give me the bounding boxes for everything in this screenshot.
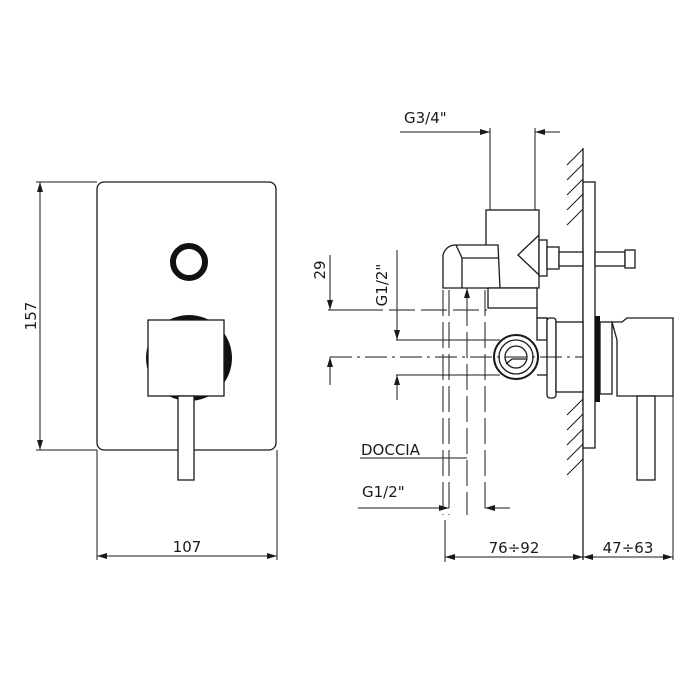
projection-dim-label: 47÷63 [603,539,654,557]
offset-dimension: 29 [311,255,360,385]
height-dim-label: 157 [22,302,40,331]
depth-dim-label: 76÷92 [489,539,540,557]
shower-thread-dimension: G1/2" [358,483,510,511]
shower-label: DOCCIA [361,441,421,459]
depth-dimension: 76÷92 [444,520,583,562]
height-dimension: 157 [22,181,97,451]
shower-thread-label: G1/2" [362,483,405,501]
front-view: 157 107 [22,181,278,560]
diverter-knob [170,243,208,281]
side-view: G3/4" [311,109,674,562]
side-handle [595,316,674,560]
side-plate [582,181,596,449]
lever [177,395,195,481]
handle-body [147,319,225,397]
inlet-thread-label: G3/4" [404,109,447,127]
outlet-thread-label: G1/2" [373,264,391,307]
outlet-dimension: G1/2" [373,250,500,400]
width-dimension: 107 [96,450,278,560]
offset-dim-label: 29 [311,260,329,279]
width-dim-label: 107 [173,538,202,556]
inlet-dimension: G3/4" [400,109,560,210]
projection-dimension: 47÷63 [583,539,673,560]
